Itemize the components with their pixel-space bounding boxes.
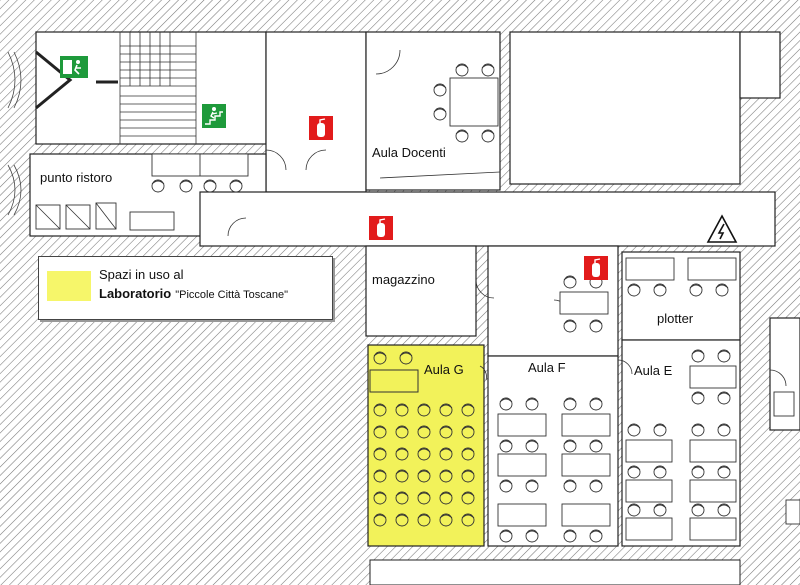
legend-line-1: Spazi in uso al (99, 267, 184, 282)
room-label-aula-docenti: Aula Docenti (372, 145, 446, 160)
room-label-punto-ristoro: punto ristoro (40, 170, 113, 185)
fire-extinguisher-icon (584, 256, 608, 280)
legend-swatch (47, 271, 91, 301)
legend-project-name: "Piccole Città Toscane" (175, 289, 289, 301)
room-label-aula-f: Aula F (528, 360, 566, 375)
fire-extinguisher-icon (369, 216, 393, 240)
room-label-aula-g: Aula G (424, 362, 464, 377)
legend-box: Spazi in uso al Laboratorio"Piccole Citt… (38, 256, 333, 320)
legend-lab-name: Laboratorio (99, 286, 172, 301)
room-label-plotter: plotter (657, 311, 694, 326)
fire-extinguisher-icon (309, 116, 333, 140)
legend-line-2: Laboratorio"Piccole Città Toscane" (99, 286, 288, 301)
emergency-exit-icon (60, 56, 88, 78)
room-label-aula-e: Aula E (634, 363, 673, 378)
room-label-magazzino: magazzino (372, 272, 435, 287)
high-voltage-icon (706, 214, 738, 244)
stair-exit-icon (202, 104, 226, 128)
